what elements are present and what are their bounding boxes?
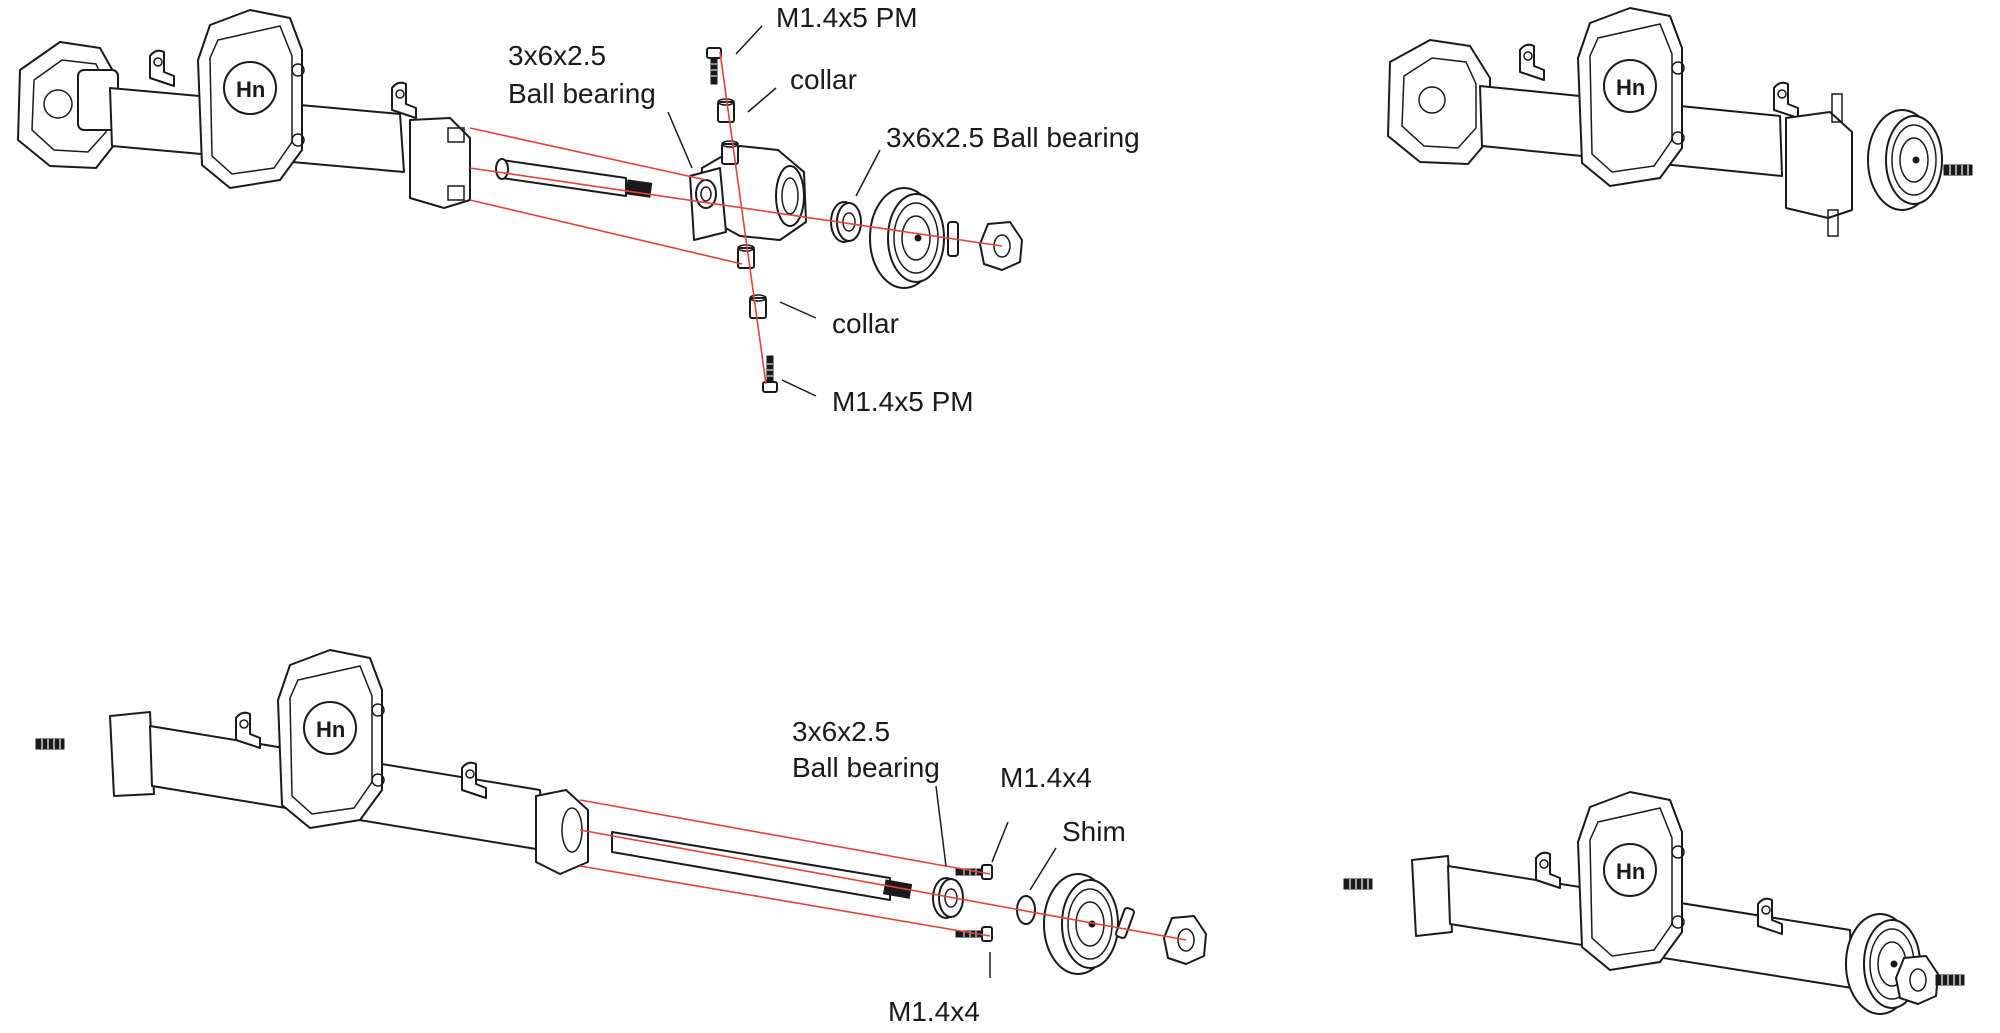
rear-wheel-hub [1043,873,1119,975]
label-bottom-screw-upper: M1.4x4 [1000,762,1092,793]
hn-logo-bottom-right: Hn [1616,859,1645,884]
callout-leaders [667,25,881,397]
label-top-screw-upper: M1.4x5 PM [776,2,918,33]
assembly-guide-lines [469,51,1003,385]
lower-collar-2 [749,294,767,319]
hn-logo-bottom-left: Hn [316,717,345,742]
rear-guide-lines [579,799,1187,941]
label-top-bearing-inner-line1: 3x6x2.5 [508,40,607,71]
wheel-hub [869,187,945,289]
label-top-bearing-inner-line2: Ball bearing [508,78,656,109]
label-top-collar-lower: collar [832,308,899,339]
label-top-collar-upper: collar [790,64,857,95]
label-bottom-shim: Shim [1062,816,1126,847]
hn-logo-top-right: Hn [1616,75,1645,100]
hn-logo: Hn [236,77,265,102]
label-top-screw-lower: M1.4x5 PM [832,386,974,417]
upper-collar [717,98,735,123]
rear-axle-shaft [611,831,891,901]
bottom-right-assembled-rear-axle: Hn [1343,791,1965,1015]
label-top-bearing-outer: 3x6x2.5 Ball bearing [886,122,1140,153]
c-hub [409,117,471,209]
upper-screw [706,47,722,85]
bottom-left-rear-axle-assembly: Hn [35,649,1207,978]
label-bottom-bearing-line2: Ball bearing [792,752,940,783]
rear-callout-leaders [935,785,1057,978]
top-right-assembled-axle: Hn [1387,7,1973,237]
lower-collar [737,244,755,269]
top-left-front-axle-assembly: Hn [17,9,1023,397]
steering-knuckle [689,145,807,241]
label-bottom-bearing-line1: 3x6x2.5 [792,716,891,747]
label-bottom-screw-lower: M1.4x4 [888,996,980,1027]
